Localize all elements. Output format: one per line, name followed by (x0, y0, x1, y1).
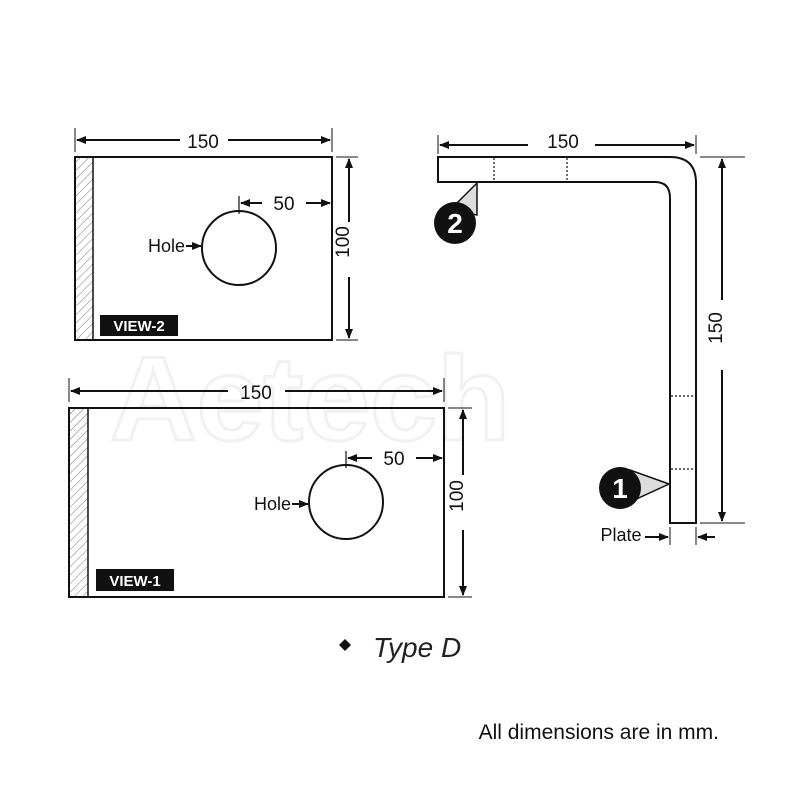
badge-2-number: 2 (447, 208, 463, 239)
badge-2: 2 (434, 181, 478, 244)
l-bracket (437, 135, 745, 545)
view2-width-dim: 150 (187, 132, 219, 153)
view1-label: VIEW-1 (109, 573, 160, 590)
diamond-bullet-icon (339, 639, 351, 651)
badge-1: 1 (599, 467, 671, 509)
view2-hole-label: Hole (148, 236, 185, 256)
view2-label: VIEW-2 (113, 318, 164, 335)
view1-hole-offset-dim: 50 (383, 449, 404, 470)
type-label: Type D (373, 632, 461, 663)
watermark: Aetech (110, 332, 510, 466)
view2-height-dim: 100 (333, 226, 354, 258)
view2-hole-offset-dim: 50 (273, 194, 294, 215)
view-1 (68, 378, 472, 598)
hatched-edge (68, 407, 89, 598)
plate-outline (74, 156, 333, 341)
view-2 (74, 128, 358, 341)
badge-1-number: 1 (612, 473, 628, 504)
hatched-edge (74, 156, 94, 341)
bracket-top-dim: 150 (547, 132, 579, 153)
footnote: All dimensions are in mm. (479, 721, 719, 744)
hole (201, 210, 277, 286)
bracket-side-dim: 150 (706, 312, 727, 344)
hole (308, 464, 384, 540)
view1-hole-label: Hole (254, 494, 291, 514)
view1-width-dim: 150 (240, 383, 272, 404)
plate-label: Plate (600, 525, 641, 545)
view1-height-dim: 100 (447, 480, 468, 512)
bracket-outline (437, 156, 697, 524)
